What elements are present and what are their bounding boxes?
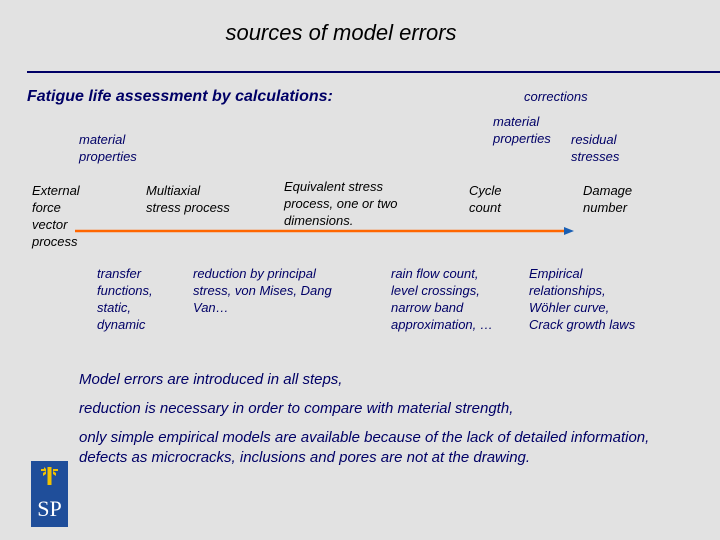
note-reduction: reduction is necessary in order to compa… bbox=[79, 400, 514, 417]
material-properties-left-label: material properties bbox=[79, 132, 137, 164]
method-transfer-functions: transfer functions, static, dynamic bbox=[97, 266, 153, 332]
logo-text: SP bbox=[37, 496, 61, 521]
note-model-errors: Model errors are introduced in all steps… bbox=[79, 371, 343, 388]
residual-stresses-label: residual stresses bbox=[571, 132, 620, 164]
stage-multiaxial: Multiaxial stress process bbox=[146, 183, 230, 215]
stage-external-force: External force vector process bbox=[32, 183, 80, 249]
method-reduction: reduction by principal stress, von Mises… bbox=[193, 266, 332, 315]
stage-cycle-count: Cycle count bbox=[469, 183, 502, 215]
stage-damage-number: Damage number bbox=[583, 183, 633, 215]
method-rainflow: rain flow count, level crossings, narrow… bbox=[391, 266, 493, 332]
method-empirical: Empirical relationships, Wöhler curve, C… bbox=[529, 266, 636, 332]
slide-title: sources of model errors bbox=[225, 20, 457, 45]
process-arrow bbox=[75, 227, 574, 235]
corrections-label: corrections bbox=[524, 89, 588, 104]
sp-logo-icon: SP bbox=[31, 461, 68, 527]
stage-equivalent-stress: Equivalent stress process, one or two di… bbox=[284, 179, 398, 228]
material-properties-right-label: material properties bbox=[493, 114, 551, 146]
slide-subtitle: Fatigue life assessment by calculations: bbox=[27, 88, 333, 105]
title-divider bbox=[27, 71, 720, 73]
note-empirical-models: only simple empirical models are availab… bbox=[79, 429, 650, 466]
